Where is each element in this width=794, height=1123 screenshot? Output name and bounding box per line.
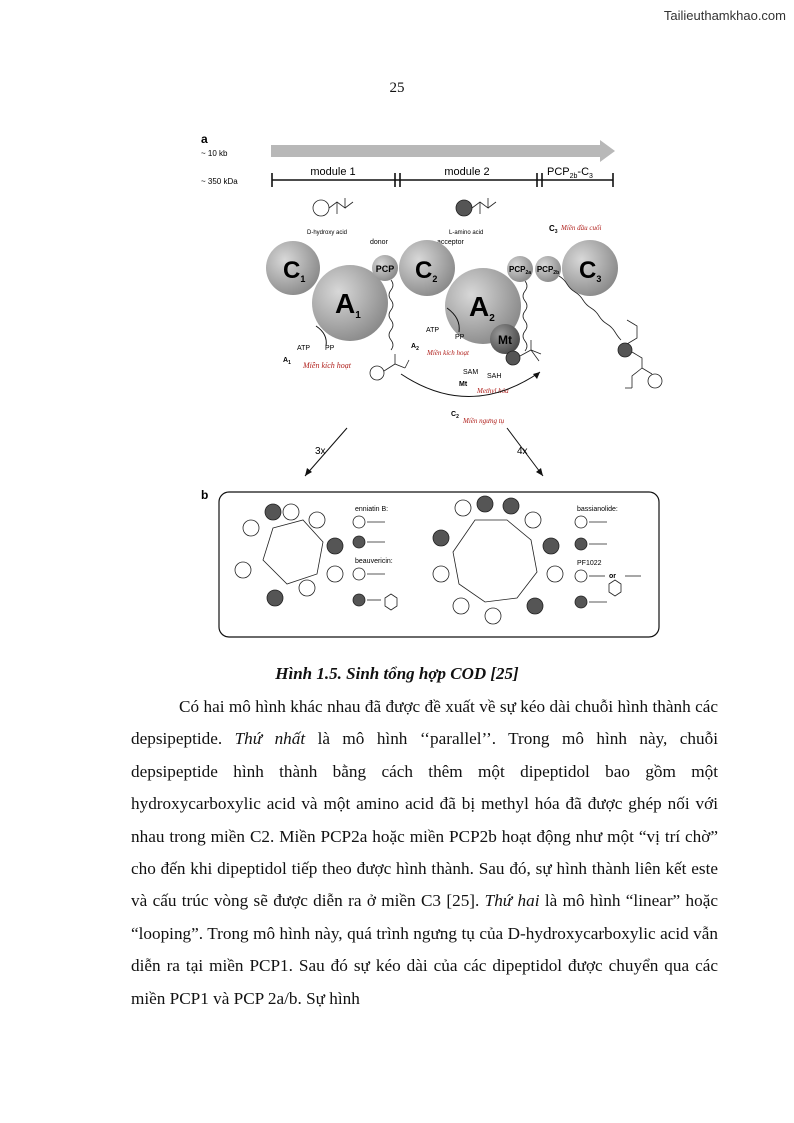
cyclooctadepsipeptide	[432, 495, 564, 625]
a2-arrow	[446, 307, 460, 333]
module-1-label: module 1	[310, 166, 355, 178]
a1-note: Miền kích hoạt	[302, 361, 352, 370]
svg-text:Mt: Mt	[498, 333, 512, 347]
legend-beauvericin: beauvericin:	[355, 558, 393, 565]
arrow-3x-label: 3x	[315, 446, 326, 457]
svg-text:PCP2b: PCP2b	[537, 265, 559, 276]
arrow-4x	[506, 427, 544, 477]
legend-enniatin: enniatin B:	[355, 506, 388, 513]
run: Có hai mô hình khác nhau đã được đề xuất…	[131, 697, 718, 749]
c3-domain-label: C3	[549, 224, 558, 235]
module-3-label: PCP2b-C3	[547, 166, 593, 180]
atp1-label: ATP	[297, 345, 310, 352]
figure-caption: Hình 1.5. Sinh tổng hợp COD [25]	[275, 664, 519, 683]
a1-label: A1	[283, 357, 291, 366]
arrow-3x	[304, 427, 348, 477]
module-2-label: module 2	[444, 166, 489, 178]
figure-cod-biosynthesis: a ~ 10 kb ~ 350 kDa module 1 module 2 PC…	[201, 132, 663, 638]
sah-label: SAH	[487, 373, 501, 380]
domain-c1: C1	[266, 241, 320, 295]
sam-label: SAM	[463, 369, 478, 376]
svg-text:A1: A1	[335, 288, 361, 321]
scale-kda: ~ 350 kDa	[201, 177, 238, 186]
cyclohexadepsipeptide	[234, 503, 344, 607]
svg-text:A2: A2	[469, 291, 495, 324]
pcp1-substrate	[369, 354, 410, 381]
condensation-arrowhead	[533, 372, 540, 379]
domain-pcp2b: PCP2b	[535, 256, 561, 282]
amino-acid-structure	[455, 198, 497, 217]
a2-note: Miền kích hoạt	[426, 349, 470, 357]
domain-pcp2a: PCP2a	[507, 256, 533, 282]
body-text: Có hai mô hình khác nhau đã được đề xuất…	[131, 691, 718, 1015]
a1-arrow	[315, 325, 327, 347]
svg-text:C2: C2	[415, 257, 437, 284]
released-chain-structure	[617, 319, 663, 389]
donor-label: donor	[370, 239, 389, 246]
panel-b-box	[218, 491, 660, 638]
hydroxy-acid-structure	[312, 198, 354, 217]
amino-acid-label: L-amino acid	[449, 230, 483, 236]
mt-note: Methyl hóa	[476, 387, 509, 395]
c2-label: C2	[451, 411, 459, 420]
page-number: 25	[389, 80, 405, 96]
phosphopantetheine-arms	[388, 275, 622, 352]
hydroxy-acid-label: D-hydroxy acid	[307, 230, 347, 236]
condensation-arc	[400, 371, 541, 397]
svg-text:C3: C3	[579, 257, 601, 284]
watermark: Tailieuthamkhao.com	[663, 8, 786, 23]
svg-text:C1: C1	[283, 257, 305, 284]
paragraph: Có hai mô hình khác nhau đã được đề xuất…	[131, 691, 718, 1015]
c2-note: Miền ngưng tụ	[462, 417, 505, 425]
legend-enniatin-icons	[352, 515, 385, 549]
c3-domain-note: Miền đầu cuối	[560, 224, 601, 232]
legend-bassianolide: bassianolide:	[577, 506, 618, 513]
legend-pf1022-icons	[574, 569, 641, 609]
legend-bassianolide-icons	[574, 515, 607, 551]
module-bar	[271, 173, 614, 187]
domain-a1: A1	[312, 265, 388, 341]
svg-text:PCP2a: PCP2a	[509, 265, 531, 276]
mt-label: Mt	[459, 381, 468, 388]
run-italic: Thứ nhất	[234, 729, 306, 749]
run: là mô hình “linear” hoặc “looping”. Tron…	[131, 891, 718, 1008]
run-italic: Thứ hai	[484, 891, 540, 911]
svg-text:PCP: PCP	[376, 264, 395, 274]
pcp2a-substrate	[505, 340, 542, 366]
domain-c2: C2	[399, 240, 455, 296]
scale-kb: ~ 10 kb	[201, 149, 228, 158]
pp2-label: PP	[455, 334, 465, 341]
panel-a-label: a	[201, 132, 208, 146]
panel-b-label: b	[201, 488, 208, 502]
legend-or: or	[609, 573, 616, 580]
arrow-3x-head	[305, 468, 312, 476]
a2-label: A2	[411, 343, 419, 352]
atp2-label: ATP	[426, 327, 439, 334]
arrow-4x-head	[536, 468, 543, 476]
gene-arrow	[271, 140, 615, 162]
arrow-4x-label: 4x	[517, 446, 528, 457]
domain-c3: C3	[562, 240, 618, 296]
legend-beauvericin-icons	[352, 567, 398, 611]
acceptor-label: acceptor	[437, 239, 465, 246]
pp1-label: PP	[325, 345, 335, 352]
run: là mô hình ‘‘parallel’’. Trong mô hình n…	[131, 729, 718, 911]
legend-pf1022: PF1022	[577, 560, 602, 567]
domain-pcp1: PCP	[372, 255, 398, 281]
domain-mt: Mt	[490, 324, 520, 354]
